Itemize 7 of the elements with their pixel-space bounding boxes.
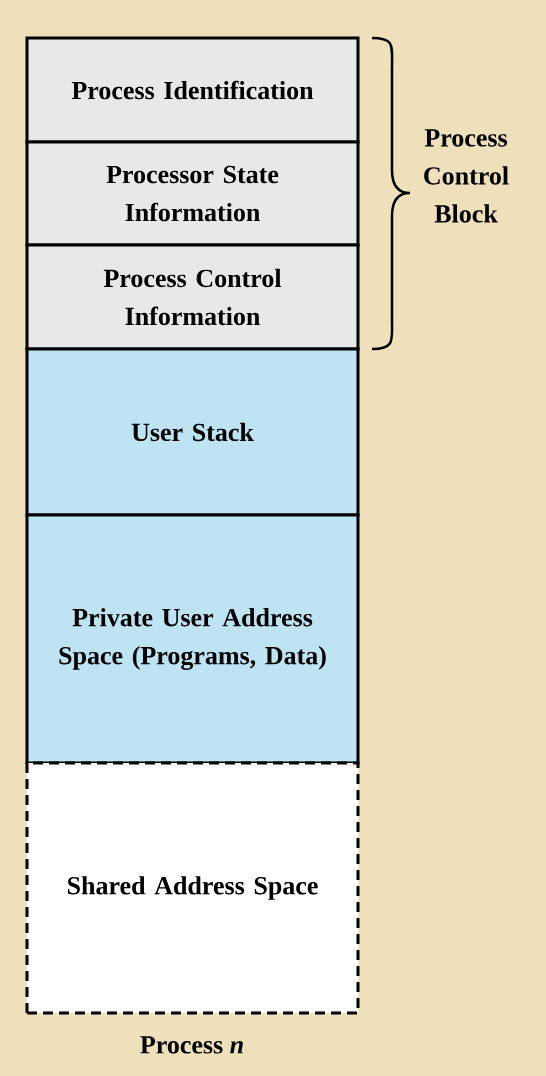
memory-region-box: Private User Address Space (Programs, Data) [25, 513, 360, 765]
brace-label: Process Control Block [424, 129, 509, 223]
memory-region-box: Processor State Information [25, 140, 360, 247]
memory-region-box: Process Identification [25, 36, 360, 144]
memory-region-box: Process Control Information [25, 243, 360, 351]
dashed-region-box: Shared Address Space [25, 761, 360, 1015]
memory-region-box: User Stack [25, 347, 360, 517]
